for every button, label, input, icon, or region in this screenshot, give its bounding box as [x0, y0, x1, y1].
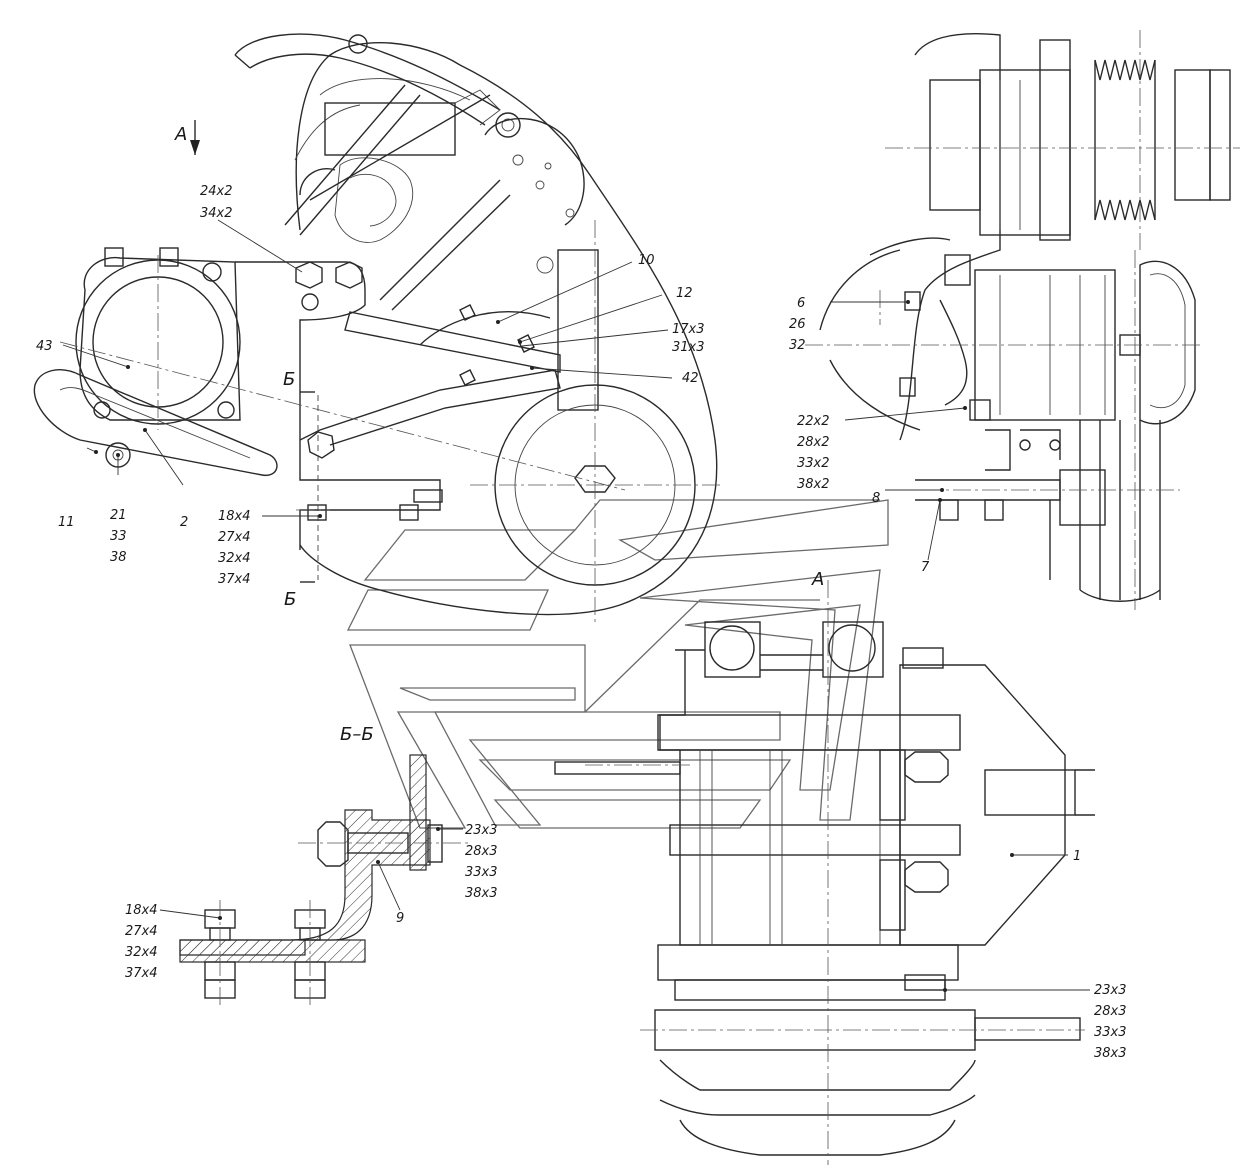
callout-38: 38 [110, 550, 127, 565]
cut-bb-label-top: Б [283, 369, 295, 390]
callout-27x4: 27x4 [218, 530, 251, 545]
callout-23x3-section: 23x3 [465, 823, 498, 838]
watermark-logo [346, 499, 889, 829]
section-bb [179, 754, 470, 1005]
callout-24x2: 24x2 [200, 184, 233, 199]
callout-12: 12 [676, 286, 693, 301]
callout-38x3-view: 38x3 [1094, 1046, 1127, 1061]
callout-28x3-section: 28x3 [465, 844, 498, 859]
callout-2: 2 [180, 515, 188, 530]
callout-32-right: 32 [789, 338, 806, 353]
callout-22x2: 22x2 [797, 414, 830, 429]
callout-18x4-section: 18x4 [125, 903, 158, 918]
callout-26: 26 [789, 317, 806, 332]
callout-42: 42 [682, 371, 699, 386]
callout-11: 11 [58, 515, 75, 530]
callout-37x4-section: 37x4 [125, 966, 158, 981]
callout-23x3-view: 23x3 [1094, 983, 1127, 998]
callout-33x3-section: 33x3 [465, 865, 498, 880]
leader-lines [62, 219, 1090, 992]
view-a-label-top: А [174, 124, 187, 145]
callout-38x2: 38x2 [797, 477, 830, 492]
callout-21: 21 [110, 508, 127, 523]
callout-8: 8 [872, 491, 880, 506]
callout-32x4: 32x4 [218, 551, 251, 566]
callout-32x4-section: 32x4 [125, 945, 158, 960]
callout-17x3: 17x3 [672, 322, 705, 337]
section-bb-title: Б–Б [340, 724, 374, 745]
view-a-label-bottom: А [811, 569, 824, 590]
callout-28x2: 28x2 [797, 435, 830, 450]
callout-7: 7 [921, 560, 930, 575]
side-view-top-right [805, 30, 1240, 610]
callout-18x4: 18x4 [218, 509, 251, 524]
callout-31x3: 31x3 [672, 340, 705, 355]
callout-38x3-section: 38x3 [465, 886, 498, 901]
callout-34x2: 34x2 [200, 206, 233, 221]
callout-28x3-view: 28x3 [1094, 1004, 1127, 1019]
callout-10: 10 [638, 253, 655, 268]
callout-33x2: 33x2 [797, 456, 830, 471]
view-a [554, 580, 1095, 1165]
callout-43: 43 [36, 339, 53, 354]
callout-9: 9 [396, 911, 404, 926]
callout-1: 1 [1073, 849, 1081, 864]
callout-6: 6 [797, 296, 805, 311]
callout-33x3-view: 33x3 [1094, 1025, 1127, 1040]
callout-27x4-section: 27x4 [125, 924, 158, 939]
labels: А Б Б А Б–Б 24x2 34x2 43 11 21 33 38 2 1… [36, 124, 1127, 1061]
callout-37x4: 37x4 [218, 572, 251, 587]
main-view [33, 33, 720, 625]
cut-bb-label-bottom: Б [284, 589, 296, 610]
callout-33: 33 [110, 529, 127, 544]
